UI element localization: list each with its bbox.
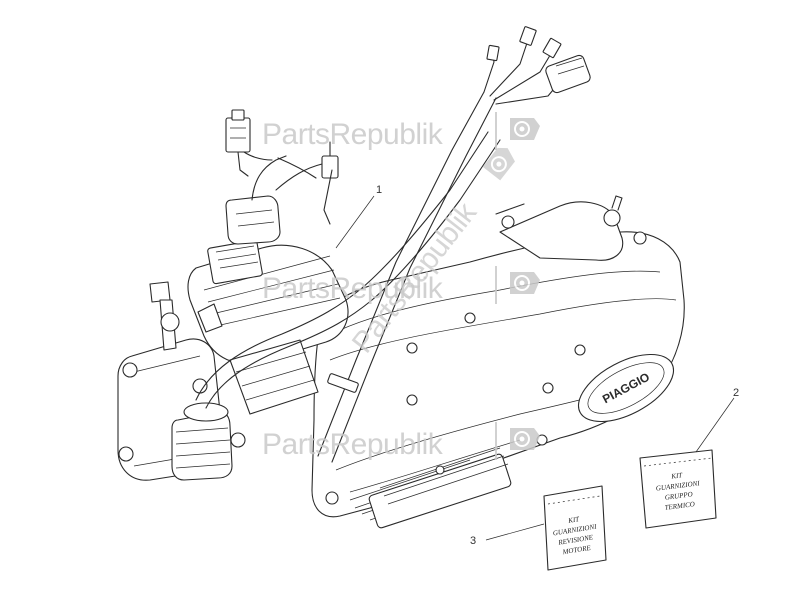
watermark-middle: PartsRepublik xyxy=(262,266,540,305)
watermark-text: PartsRepublik xyxy=(262,118,444,151)
kit-3-line-1: KIT xyxy=(567,515,581,525)
gasket-kit-3: KIT GUARNIZIONI REVISIONE MOTORE xyxy=(543,485,607,571)
callout-3[interactable]: 3 xyxy=(470,523,545,547)
gear-icon xyxy=(510,272,540,294)
gear-icon xyxy=(482,147,515,181)
kit-2-line-1: KIT xyxy=(670,471,684,481)
callout-2[interactable]: 2 xyxy=(695,387,739,453)
watermark-text: PartsRepublik xyxy=(262,428,444,461)
connector-left xyxy=(225,109,273,177)
callout-1-label: 1 xyxy=(376,184,382,196)
watermark-top: PartsRepublik xyxy=(262,112,540,151)
callout-2-label: 2 xyxy=(733,387,739,399)
callout-3-label: 3 xyxy=(470,535,476,547)
watermark-text: PartsRepublik xyxy=(262,272,444,305)
kit-2-line-3: GRUPPO xyxy=(664,490,693,501)
gasket-kit-2: KIT GUARNIZIONI GRUPPO TERMICO xyxy=(639,449,717,529)
callout-1[interactable]: 1 xyxy=(335,184,382,249)
kit-2-line-4: TERMICO xyxy=(664,500,695,512)
engine-assembly: PIAGGIO xyxy=(117,26,685,529)
watermark-bottom: PartsRepublik xyxy=(262,422,540,461)
gear-icon xyxy=(510,428,540,450)
connector-right xyxy=(483,26,591,105)
gear-icon xyxy=(510,118,540,140)
